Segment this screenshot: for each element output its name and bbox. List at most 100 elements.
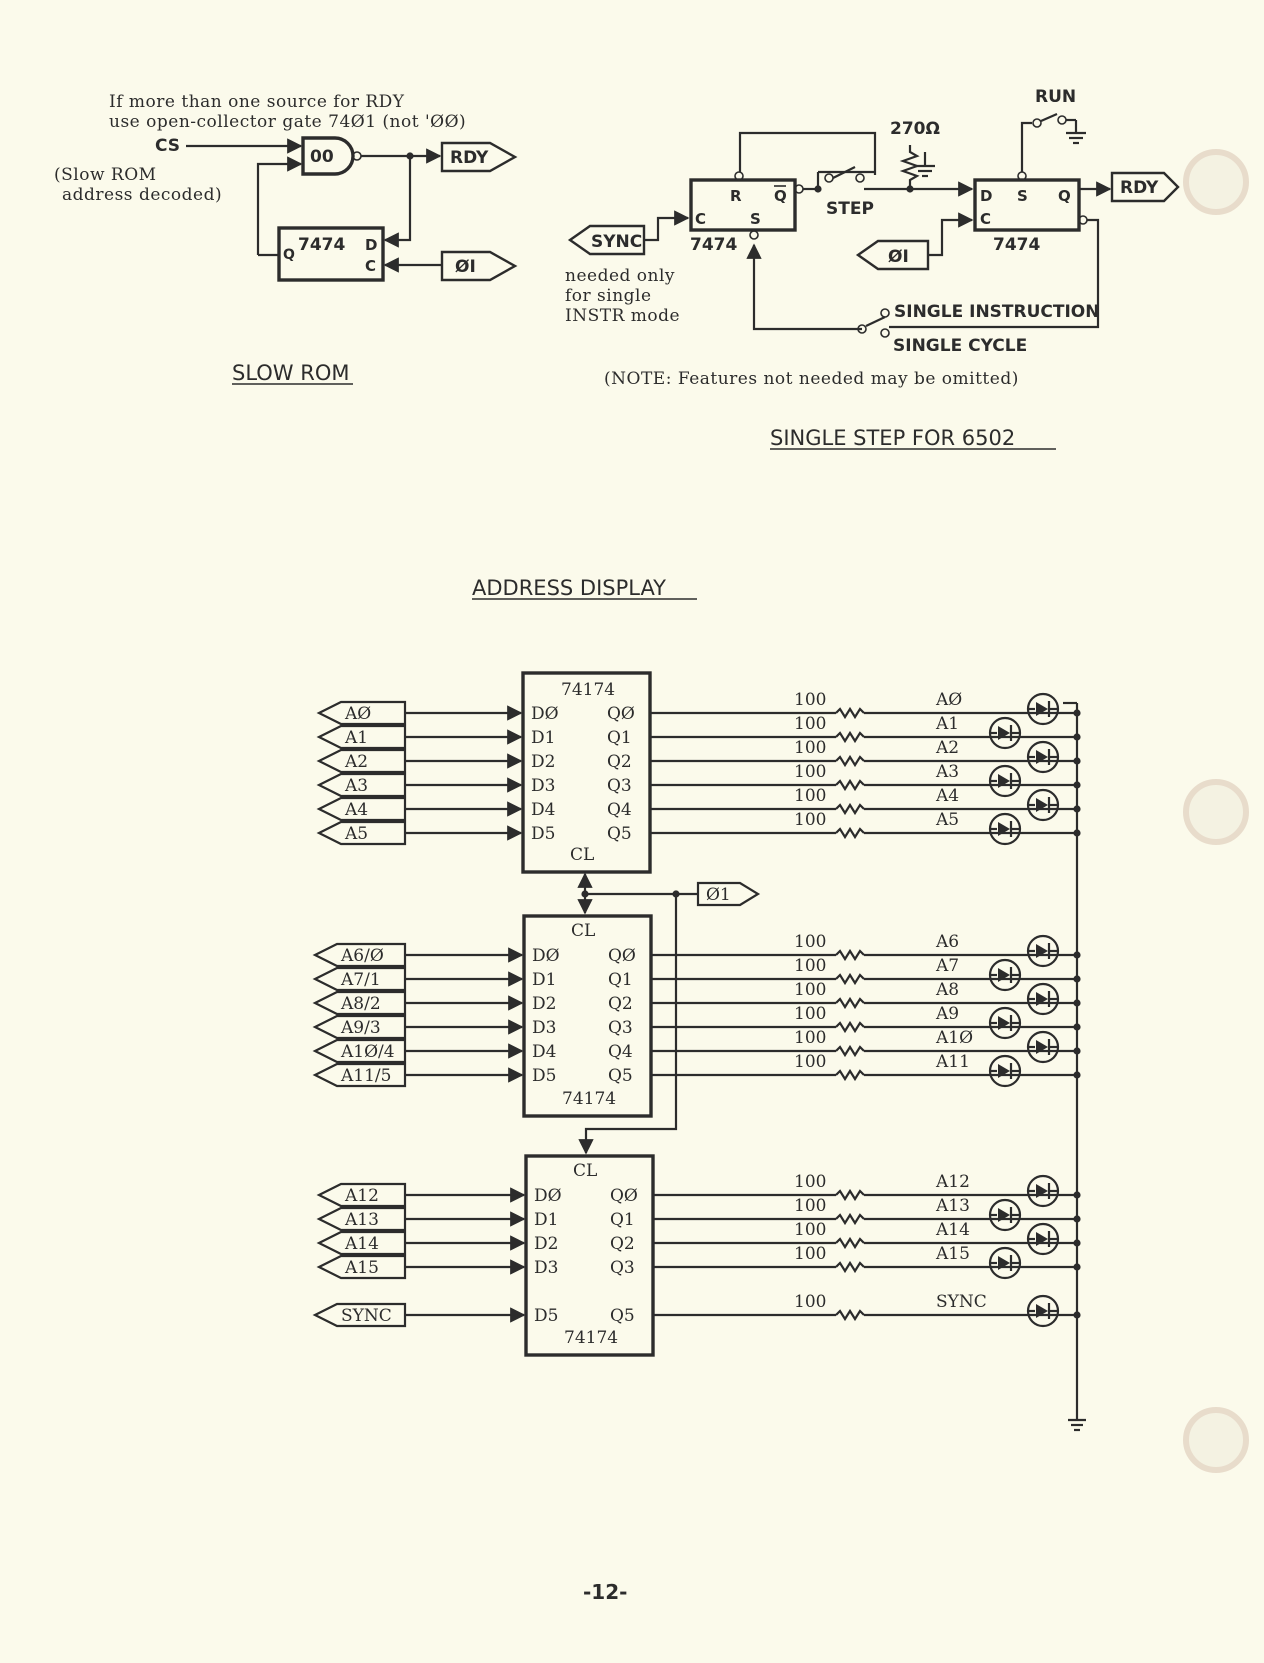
- resistor-label-1-0: 100: [794, 932, 826, 952]
- chip-clock-2: CL: [573, 1161, 597, 1181]
- resistor-label-1-5: 100: [794, 1052, 826, 1072]
- sync-note-line1: needed only: [565, 266, 675, 286]
- input-label-0-1: A1: [344, 728, 368, 748]
- resistor-270-label: 270Ω: [890, 119, 940, 139]
- q-pin-2-0: QØ: [610, 1186, 638, 1206]
- input-label-0-3: A3: [344, 776, 368, 796]
- slow-rom-note-line2: use open-collector gate 74Ø1 (not 'ØØ): [109, 112, 466, 132]
- clock-phi1-tag: [696, 881, 761, 907]
- single-step-note: (NOTE: Features not needed may be omitte…: [604, 369, 1019, 389]
- led-label-1-5: A11: [935, 1052, 970, 1072]
- led-label-2-0: A12: [935, 1172, 970, 1192]
- q-pin-0-0: QØ: [607, 704, 635, 724]
- resistor-label-1-2: 100: [794, 980, 826, 1000]
- binder-holes: [1183, 149, 1249, 1473]
- d-pin-1-4: D4: [532, 1042, 556, 1062]
- led-label-2-3: A15: [935, 1244, 970, 1264]
- led-label-0-0: AØ: [935, 690, 962, 710]
- chip-74174-0: [521, 671, 652, 874]
- q-pin-2-2: Q2: [610, 1234, 635, 1254]
- ff1-name: 7474: [690, 235, 737, 255]
- rdy-output-tag: [440, 141, 518, 173]
- resistor-label-2-1: 100: [794, 1196, 826, 1216]
- run-wire: [1020, 121, 1032, 172]
- slow-rom-circuit: If more than one source for RDY use open…: [54, 92, 518, 385]
- run-label: RUN: [1035, 87, 1076, 107]
- d-pin-0-2: D2: [531, 752, 555, 772]
- ff1-feedback: [738, 131, 877, 172]
- ff2-s: S: [1017, 187, 1028, 205]
- q-pin-0-1: Q1: [607, 728, 632, 748]
- resistor-100-1-0: [835, 948, 865, 962]
- input-label-0-4: A4: [344, 800, 368, 820]
- step-phi1-label: ØI: [888, 247, 909, 267]
- step-7474-left: [689, 178, 797, 232]
- chip-clock-0: CL: [570, 845, 594, 865]
- page-number: -12-: [583, 1580, 627, 1604]
- resistor-label-0-2: 100: [794, 738, 826, 758]
- q-pin-0-4: Q4: [607, 800, 632, 820]
- q-pin-2-1: Q1: [610, 1210, 635, 1230]
- led-label-1-0: A6: [935, 932, 959, 952]
- slow-rom-note-line1: If more than one source for RDY: [109, 92, 405, 112]
- slow-rom-title: SLOW ROM: [232, 361, 350, 385]
- resistor-270: [899, 145, 921, 189]
- input-label-2-3: A15: [344, 1258, 379, 1278]
- resistor-100-0-4: [835, 802, 865, 816]
- led-label-2-4: SYNC: [936, 1292, 987, 1312]
- step-7474-right: [973, 178, 1081, 232]
- ff2-q: Q: [1058, 187, 1071, 205]
- input-label-1-4: A1Ø/4: [340, 1042, 395, 1062]
- ff1-r: R: [730, 187, 742, 205]
- resistor-100-2-4: [835, 1308, 865, 1322]
- input-label-1-2: A8/2: [340, 994, 381, 1014]
- led-label-1-2: A8: [935, 980, 959, 1000]
- q-pin-0-2: Q2: [607, 752, 632, 772]
- resistor-100-0-3: [835, 778, 865, 792]
- resistor-label-2-2: 100: [794, 1220, 826, 1240]
- d-pin-1-1: D1: [532, 970, 556, 990]
- chip-name-2: 74174: [564, 1328, 618, 1348]
- led-label-2-2: A14: [935, 1220, 970, 1240]
- resistor-100-0-2: [835, 754, 865, 768]
- input-label-2-2: A14: [344, 1234, 379, 1254]
- phi1-label: ØI: [455, 257, 476, 277]
- d-pin-2-0: DØ: [534, 1186, 562, 1206]
- resistor-label-0-0: 100: [794, 690, 826, 710]
- led-label-0-2: A2: [935, 738, 959, 758]
- rdy-output-label: RDY: [450, 148, 489, 168]
- led-label-2-1: A13: [935, 1196, 970, 1216]
- slow-rom-7474-d: D: [365, 236, 377, 254]
- q-pin-1-5: Q5: [608, 1066, 633, 1086]
- d-pin-1-0: DØ: [532, 946, 560, 966]
- single-step-circuit: SYNC needed only for single INSTR mode R…: [565, 87, 1180, 450]
- d-pin-2-4: D5: [534, 1306, 558, 1326]
- step-rdy-tag: [1110, 171, 1180, 203]
- led-label-0-5: A5: [935, 810, 959, 830]
- phi1-input-tag: [440, 250, 518, 282]
- slow-rom-7474-c: C: [365, 257, 376, 275]
- clock-phi1-label: Ø1: [706, 885, 731, 905]
- q-pin-1-4: Q4: [608, 1042, 633, 1062]
- resistor-label-1-4: 100: [794, 1028, 826, 1048]
- step-label: STEP: [826, 199, 874, 219]
- d-pin-2-3: D3: [534, 1258, 558, 1278]
- ff2-c: C: [980, 210, 991, 228]
- resistor-100-0-1: [835, 730, 865, 744]
- q-pin-1-1: Q1: [608, 970, 633, 990]
- single-cycle-label: SINGLE CYCLE: [893, 336, 1027, 356]
- decode-note-line2: address decoded): [62, 185, 222, 205]
- d-pin-0-3: D3: [531, 776, 555, 796]
- resistor-label-1-3: 100: [794, 1004, 826, 1024]
- resistor-100-2-3: [835, 1260, 865, 1274]
- resistor-100-1-3: [835, 1020, 865, 1034]
- resistor-100-2-2: [835, 1236, 865, 1250]
- decode-note-line1: (Slow ROM: [54, 165, 157, 185]
- d-pin-1-3: D3: [532, 1018, 556, 1038]
- input-label-0-5: A5: [344, 824, 368, 844]
- resistor-100-0-5: [835, 826, 865, 840]
- address-display-title: ADDRESS DISPLAY: [472, 576, 666, 600]
- resistor-label-0-3: 100: [794, 762, 826, 782]
- sync-note-line3: INSTR mode: [565, 306, 680, 326]
